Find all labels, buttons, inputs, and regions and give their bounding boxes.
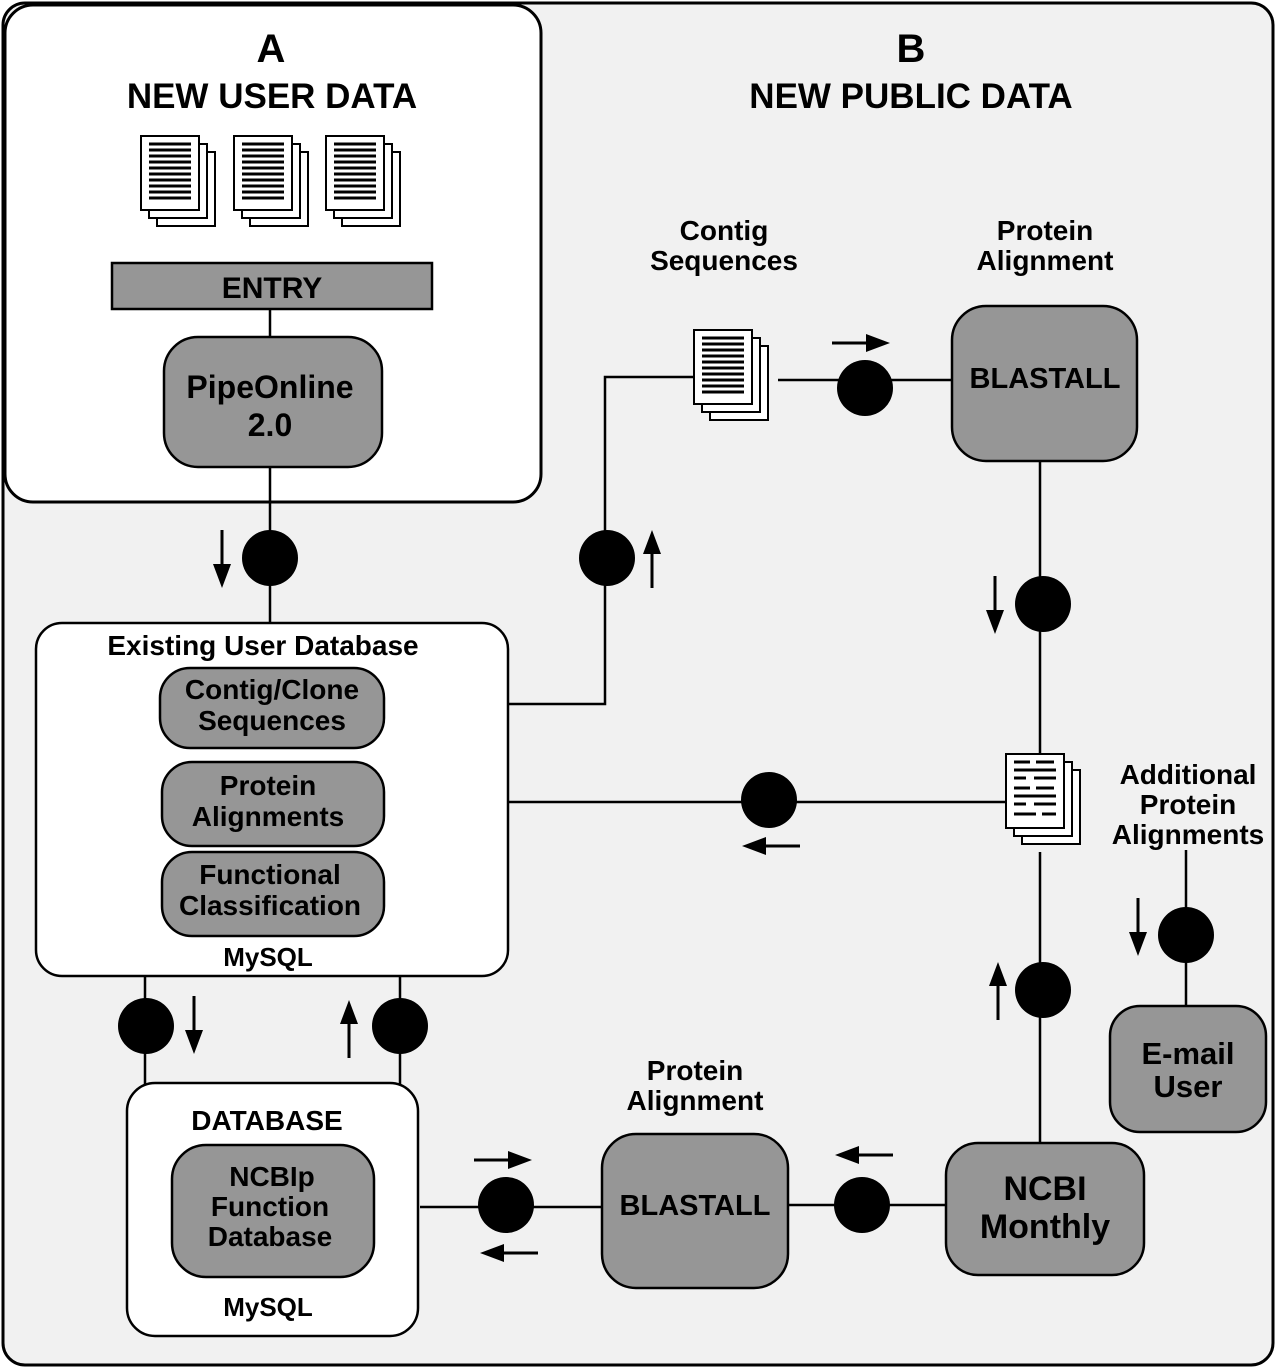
blastall-bottom-label: BLASTALL xyxy=(620,1190,771,1222)
additional-alignments-line-1: Additional xyxy=(1120,759,1257,790)
process-marker-db-down xyxy=(118,998,174,1054)
svg-text:Sequences: Sequences xyxy=(650,245,798,276)
process-marker-contig-out xyxy=(579,530,635,586)
ncbi-monthly-line-2: Monthly xyxy=(980,1208,1110,1246)
svg-text:Classification: Classification xyxy=(179,890,361,921)
svg-text:NCBIp: NCBIp xyxy=(229,1161,315,1192)
process-marker-function-db xyxy=(478,1177,534,1233)
svg-text:Monthly: Monthly xyxy=(980,1208,1110,1246)
blastall-bottom-node xyxy=(600,1132,790,1290)
svg-text:Functional: Functional xyxy=(199,859,341,890)
contig-clone-line-1: Contig/Clone xyxy=(185,674,359,705)
document-stack-icon xyxy=(324,134,402,228)
svg-text:PipeOnline: PipeOnline xyxy=(186,369,353,405)
ncbip-line-2: Function xyxy=(211,1191,329,1222)
process-marker-alignments-return xyxy=(741,772,797,828)
contig-document-stack-icon xyxy=(692,328,770,422)
protein-alignment-top-line-2: Alignment xyxy=(977,245,1114,276)
functional-classification-node xyxy=(160,850,386,938)
process-marker-blast-in-top xyxy=(837,360,893,416)
svg-text:Protein: Protein xyxy=(220,770,316,801)
pipeonline-line-2: 2.0 xyxy=(248,407,292,443)
function-db-engine: MySQL xyxy=(223,1292,313,1322)
process-marker-entry xyxy=(242,530,298,586)
svg-text:Protein: Protein xyxy=(1140,789,1236,820)
svg-text:Alignment: Alignment xyxy=(627,1085,764,1116)
ncbip-line-3: Database xyxy=(208,1221,333,1252)
document-stack-icon xyxy=(232,134,310,228)
email-user-line-2: User xyxy=(1154,1069,1223,1104)
entry-label: ENTRY xyxy=(222,272,323,305)
svg-text:User: User xyxy=(1154,1069,1223,1104)
svg-text:2.0: 2.0 xyxy=(248,407,292,443)
protein-alignments-line-1: Protein xyxy=(220,770,316,801)
svg-text:Database: Database xyxy=(208,1221,333,1252)
document-stack-icon xyxy=(139,134,217,228)
svg-text:Alignments: Alignments xyxy=(1112,819,1264,850)
panel-a-title: NEW USER DATA xyxy=(127,77,417,116)
process-marker-ncbi-blast xyxy=(834,1177,890,1233)
additional-alignments-line-3: Alignments xyxy=(1112,819,1264,850)
panel-b-letter: B xyxy=(897,27,926,71)
contig-sequences-line-2: Sequences xyxy=(650,245,798,276)
svg-text:Sequences: Sequences xyxy=(198,705,346,736)
function-db-title: DATABASE xyxy=(191,1105,342,1136)
contig-sequences-line-1: Contig xyxy=(680,215,769,246)
ncbip-line-1: NCBIp xyxy=(229,1161,315,1192)
blastall-top-node xyxy=(950,304,1139,463)
protein-alignments-line-2: Alignments xyxy=(192,801,344,832)
contig-clone-line-2: Sequences xyxy=(198,705,346,736)
additional-alignments-line-2: Protein xyxy=(1140,789,1236,820)
protein-alignments-node xyxy=(160,760,386,848)
ncbi-monthly-line-1: NCBI xyxy=(1003,1170,1086,1208)
pipeonline-line-1: PipeOnline xyxy=(186,369,353,405)
protein-alignment-bottom-line-1: Protein xyxy=(647,1055,743,1086)
existing-db-title: Existing User Database xyxy=(107,630,418,661)
panel-a-box xyxy=(3,3,543,504)
svg-text:Contig/Clone: Contig/Clone xyxy=(185,674,359,705)
svg-text:E-mail: E-mail xyxy=(1141,1036,1234,1071)
protein-alignment-top-line-1: Protein xyxy=(997,215,1093,246)
process-marker-email xyxy=(1158,907,1214,963)
contig-clone-sequences-node xyxy=(158,666,386,750)
process-markers xyxy=(118,360,1214,1233)
svg-text:Function: Function xyxy=(211,1191,329,1222)
panel-b-title: NEW PUBLIC DATA xyxy=(749,77,1072,116)
svg-text:Contig: Contig xyxy=(680,215,769,246)
email-user-node xyxy=(1108,1004,1268,1134)
protein-alignment-bottom-line-2: Alignment xyxy=(627,1085,764,1116)
alignment-document-stack-icon xyxy=(1004,752,1082,846)
svg-text:NCBI: NCBI xyxy=(1003,1170,1086,1208)
svg-text:Protein: Protein xyxy=(997,215,1093,246)
functional-classification-line-1: Functional xyxy=(199,859,341,890)
svg-text:Alignment: Alignment xyxy=(977,245,1114,276)
blastall-top-label: BLASTALL xyxy=(970,363,1121,395)
panel-a-letter: A xyxy=(257,27,286,71)
user-data-documents xyxy=(139,134,402,228)
ncbi-monthly-node xyxy=(944,1141,1146,1277)
existing-db-engine: MySQL xyxy=(223,942,313,972)
process-marker-db-up xyxy=(372,998,428,1054)
svg-text:Alignments: Alignments xyxy=(192,801,344,832)
svg-text:Additional: Additional xyxy=(1120,759,1257,790)
email-user-line-1: E-mail xyxy=(1141,1036,1234,1071)
entry-bar xyxy=(110,261,434,311)
process-marker-ncbi-up xyxy=(1015,962,1071,1018)
pipeonline-node xyxy=(162,335,384,469)
svg-text:Protein: Protein xyxy=(647,1055,743,1086)
functional-classification-line-2: Classification xyxy=(179,890,361,921)
process-marker-blast-out-top xyxy=(1015,576,1071,632)
ncbip-function-database-node xyxy=(170,1143,376,1279)
